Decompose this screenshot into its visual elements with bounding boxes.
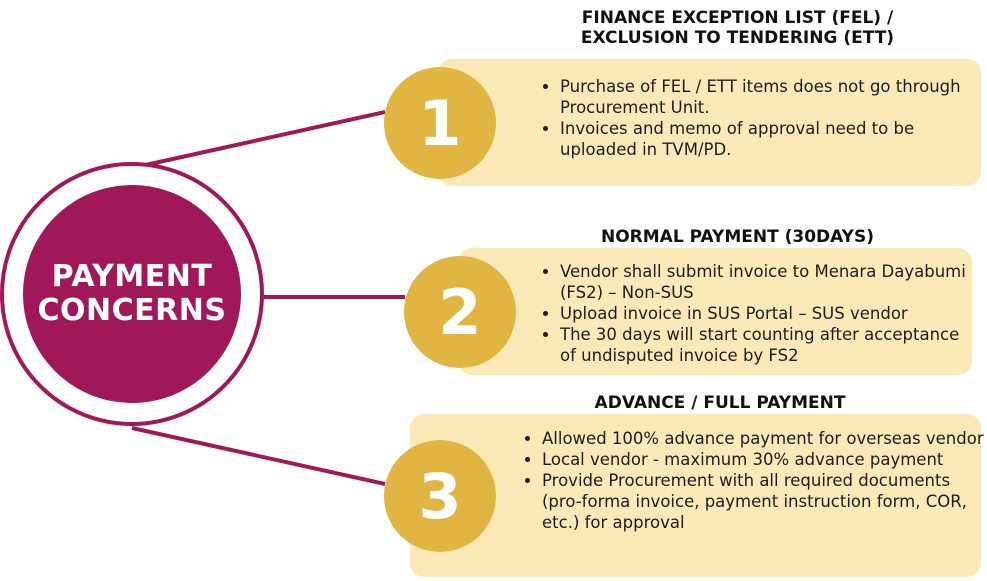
item-2-number-badge: 2 xyxy=(404,256,516,368)
item-1-card xyxy=(438,59,981,186)
connector-line-1 xyxy=(131,110,386,170)
item-2-heading-line1: NORMAL PAYMENT (30DAYS) xyxy=(601,227,874,247)
item-2-number: 2 xyxy=(438,275,482,349)
item-3-bullet-1: Allowed 100% advance payment for oversea… xyxy=(542,428,987,449)
item-1-heading: FINANCE EXCEPTION LIST (FEL) / EXCLUSION… xyxy=(540,8,935,48)
center-label-line2: CONCERNS xyxy=(37,293,227,328)
item-1-heading-line2: EXCLUSION TO TENDERING (ETT) xyxy=(580,28,895,48)
item-2-bullet-2: Upload invoice in SUS Portal – SUS vendo… xyxy=(560,303,980,324)
item-3-number-badge: 3 xyxy=(384,440,496,552)
item-3-bullet-3: Provide Procurement with all required do… xyxy=(542,470,987,533)
center-circle: PAYMENT CONCERNS xyxy=(23,185,241,403)
item-3-bullet-list: Allowed 100% advance payment for oversea… xyxy=(522,428,987,533)
item-3-number: 3 xyxy=(418,459,462,533)
item-2-heading: NORMAL PAYMENT (30DAYS) xyxy=(540,227,935,247)
item-1-number-badge: 1 xyxy=(384,67,496,179)
center-label-line1: PAYMENT xyxy=(51,259,213,294)
item-1-bullet-1: Purchase of FEL / ETT items does not go … xyxy=(560,76,987,118)
item-2-bullet-1: Vendor shall submit invoice to Menara Da… xyxy=(560,261,980,303)
item-1-bullet-2: Invoices and memo of approval need to be… xyxy=(560,118,987,160)
item-2-bullet-list: Vendor shall submit invoice to Menara Da… xyxy=(540,261,980,366)
item-1-heading-line1: FINANCE EXCEPTION LIST (FEL) / xyxy=(581,8,894,28)
item-3-bullet-2: Local vendor - maximum 30% advance payme… xyxy=(542,449,987,470)
connector-line-3 xyxy=(131,426,386,486)
item-2-bullet-3: The 30 days will start counting after ac… xyxy=(560,324,980,366)
item-3-card xyxy=(410,414,981,577)
item-3-heading-line1: ADVANCE / FULL PAYMENT xyxy=(594,393,846,413)
item-1-bullet-list: Purchase of FEL / ETT items does not go … xyxy=(540,76,987,160)
item-2-card xyxy=(458,248,972,375)
item-3-heading: ADVANCE / FULL PAYMENT xyxy=(530,393,910,413)
item-1-number: 1 xyxy=(418,86,462,160)
